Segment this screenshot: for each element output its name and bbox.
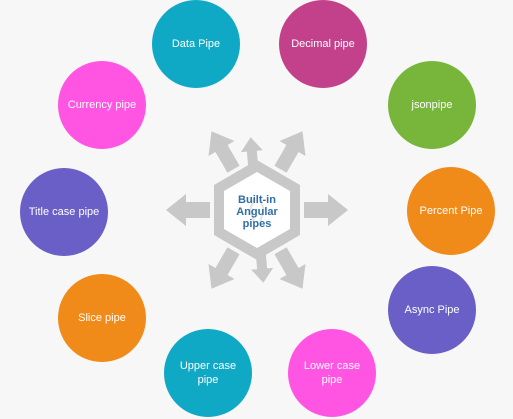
node-upper-case-pipe: Upper case pipe — [164, 329, 252, 417]
hub-label-line-1: Built-in — [238, 194, 276, 206]
arrow-up-small — [240, 137, 263, 168]
arrow-down-left — [208, 247, 240, 289]
node-label: Data Pipe — [171, 38, 221, 50]
node-async-pipe: Async Pipe — [388, 266, 476, 354]
node-title-case-pipe: Title case pipe — [20, 168, 108, 256]
angular-logo-mark: ⟨⟩ — [247, 194, 267, 224]
node-percent-pipe: Percent Pipe — [407, 167, 495, 255]
node-label: Lower case pipe — [303, 360, 361, 386]
hub-hexagon-inner — [224, 172, 290, 248]
node-label: Async Pipe — [404, 304, 460, 316]
hub-arrows — [166, 131, 348, 289]
hub-label-line-3: pipes — [242, 218, 272, 230]
hub-label: Built-in Angular pipes — [212, 194, 302, 230]
node-data-pipe: Data Pipe — [152, 0, 240, 88]
arrow-down-right — [274, 247, 306, 289]
arrow-right — [304, 194, 348, 226]
node-label: Percent Pipe — [419, 205, 483, 217]
node-label: Upper case pipe — [179, 360, 237, 386]
node-currency-pipe: Currency pipe — [58, 61, 146, 149]
arrow-left — [166, 194, 210, 226]
node-json-pipe: jsonpipe — [388, 61, 476, 149]
arrow-up-left — [208, 131, 240, 173]
arrow-up-right — [274, 131, 306, 173]
node-label: Decimal pipe — [291, 38, 355, 50]
arrow-down-small — [251, 252, 274, 283]
node-lower-case-pipe: Lower case pipe — [288, 329, 376, 417]
node-decimal-pipe: Decimal pipe — [279, 0, 367, 88]
node-label: Currency pipe — [67, 99, 137, 111]
node-label: Slice pipe — [78, 312, 126, 324]
hub-label-line-2: Angular — [236, 206, 278, 218]
node-label: Title case pipe — [28, 206, 100, 218]
node-label: jsonpipe — [411, 99, 453, 111]
node-slice-pipe: Slice pipe — [58, 274, 146, 362]
